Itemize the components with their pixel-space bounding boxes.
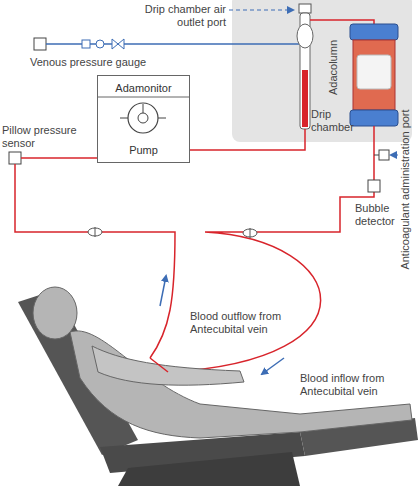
port-stub <box>374 155 379 156</box>
blood-tube <box>150 358 168 372</box>
callout-label: Adacolumn <box>327 33 340 103</box>
pillow-sensor-box <box>9 152 21 164</box>
outlet-port <box>299 4 311 13</box>
flow-arrow <box>262 358 284 374</box>
blood-tube <box>170 126 374 372</box>
column-sticker <box>357 55 391 89</box>
chair-base <box>118 452 300 486</box>
callout-label: Bubble detector <box>355 202 413 228</box>
blood-tube <box>190 129 305 150</box>
leader-arrow <box>229 9 293 10</box>
callout-label: Blood outflow from Antecubital vein <box>190 310 302 336</box>
blood-tube <box>21 157 97 159</box>
flow-arrow <box>160 276 166 306</box>
callout-label: Drip chamber air outlet port <box>128 3 226 29</box>
device-panel <box>232 0 412 142</box>
callout-label: Blood inflow from Antecubital vein <box>300 372 414 398</box>
bubble-detector-box <box>368 180 380 192</box>
blood-tube <box>15 164 175 358</box>
box-title: Adamonitor <box>98 82 189 95</box>
anticoagulant-port <box>379 150 389 160</box>
leader-arrow <box>391 154 398 155</box>
column-cap <box>350 110 398 126</box>
patient-body <box>70 331 412 438</box>
monitor-box: AdamonitorPump <box>97 75 190 163</box>
patient-arm <box>92 346 244 385</box>
callout-label: Anticoagulant administration port <box>399 95 412 285</box>
pump-rotor <box>138 113 148 123</box>
monitor-divider <box>97 97 190 98</box>
valve-symbol <box>112 39 124 49</box>
blood-level <box>302 70 308 127</box>
clamp <box>243 229 257 237</box>
callout-label: Pillow pressure sensor <box>2 124 86 150</box>
callout-label: Venous pressure gauge <box>30 56 200 69</box>
part-label: Pump <box>98 144 189 157</box>
blood-tube <box>310 20 374 24</box>
pump-rotor <box>120 104 166 118</box>
filter-symbol <box>82 40 90 48</box>
clamp <box>95 227 96 237</box>
column-body <box>353 40 395 110</box>
callout-label: Drip chamber <box>311 108 359 134</box>
column-cap <box>350 24 398 40</box>
clamp <box>88 228 102 236</box>
pressure-gauge <box>34 38 46 50</box>
drip-bulb <box>297 24 313 48</box>
monitor-ground <box>97 75 190 163</box>
clamp <box>250 228 251 238</box>
connector-symbol <box>96 40 104 48</box>
patient-head <box>33 287 77 339</box>
